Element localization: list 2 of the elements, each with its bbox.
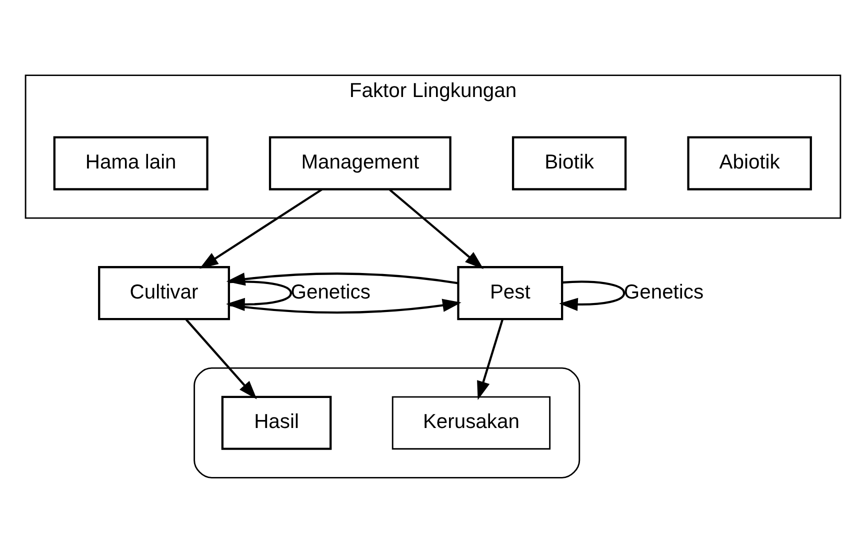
edge-label: Genetics <box>290 281 370 304</box>
edge-label: Genetics <box>624 281 704 304</box>
